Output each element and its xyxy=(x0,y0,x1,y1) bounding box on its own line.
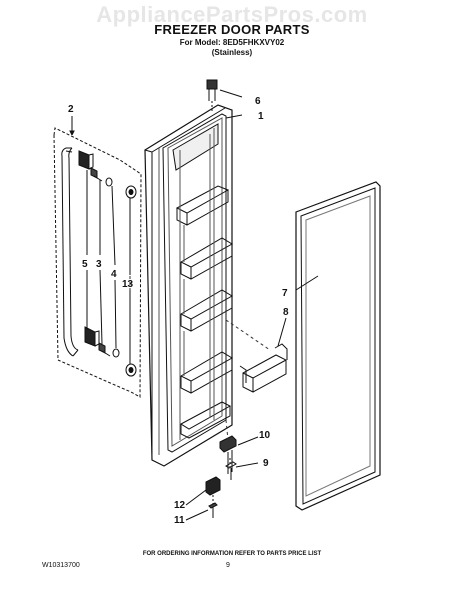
callout-6: 6 xyxy=(255,96,261,107)
screw-upper xyxy=(90,167,103,182)
page-number: 9 xyxy=(226,562,230,569)
callout-10: 10 xyxy=(259,430,271,441)
hinge-screw xyxy=(225,461,237,480)
freezer-door-panel xyxy=(144,104,233,467)
callout-7: 7 xyxy=(282,288,288,299)
handle-mount-top xyxy=(78,150,94,170)
door-bin-4 xyxy=(179,351,233,394)
door-liner xyxy=(162,113,227,453)
spacer-upper xyxy=(105,177,113,187)
model-line: For Model: 8ED5FHKXVY02 xyxy=(179,38,285,47)
spacer-lower xyxy=(112,348,120,358)
callout-4: 4 xyxy=(111,269,117,280)
document-number: W10313700 xyxy=(42,562,80,569)
callout-3: 3 xyxy=(96,259,102,270)
handle-mount-bottom xyxy=(84,326,100,347)
door-shelf-bin xyxy=(239,343,288,393)
door-bin-3 xyxy=(179,289,233,332)
handle-assembly-box xyxy=(53,127,142,398)
bottom-hinge xyxy=(219,435,237,474)
callout-9: 9 xyxy=(263,458,269,469)
door-bin-2 xyxy=(179,237,233,280)
callout-1: 1 xyxy=(258,111,264,122)
door-bin-1 xyxy=(175,185,230,226)
trim-cap-lower xyxy=(125,363,137,377)
callout-5: 5 xyxy=(82,259,88,270)
callout-13: 13 xyxy=(122,279,134,290)
leader-lines xyxy=(69,89,319,521)
callout-12: 12 xyxy=(174,500,186,511)
callout-2: 2 xyxy=(68,104,74,115)
watermark-text: AppliancePartsPros.com xyxy=(96,2,368,27)
lower-screw xyxy=(208,502,218,518)
top-hinge-pin xyxy=(206,79,218,112)
door-handle xyxy=(61,147,79,357)
door-bin-5 xyxy=(180,401,232,439)
diagram-title: FREEZER DOOR PARTS xyxy=(154,22,310,37)
screw-lower xyxy=(98,342,111,357)
ordering-note: FOR ORDERING INFORMATION REFER TO PARTS … xyxy=(142,551,322,557)
trim-cap-upper xyxy=(125,185,137,199)
callout-8: 8 xyxy=(283,307,289,318)
callout-11: 11 xyxy=(174,515,185,526)
finish-line: (Stainless) xyxy=(211,48,253,57)
door-gasket xyxy=(295,181,381,511)
liner-pillars xyxy=(179,128,215,440)
